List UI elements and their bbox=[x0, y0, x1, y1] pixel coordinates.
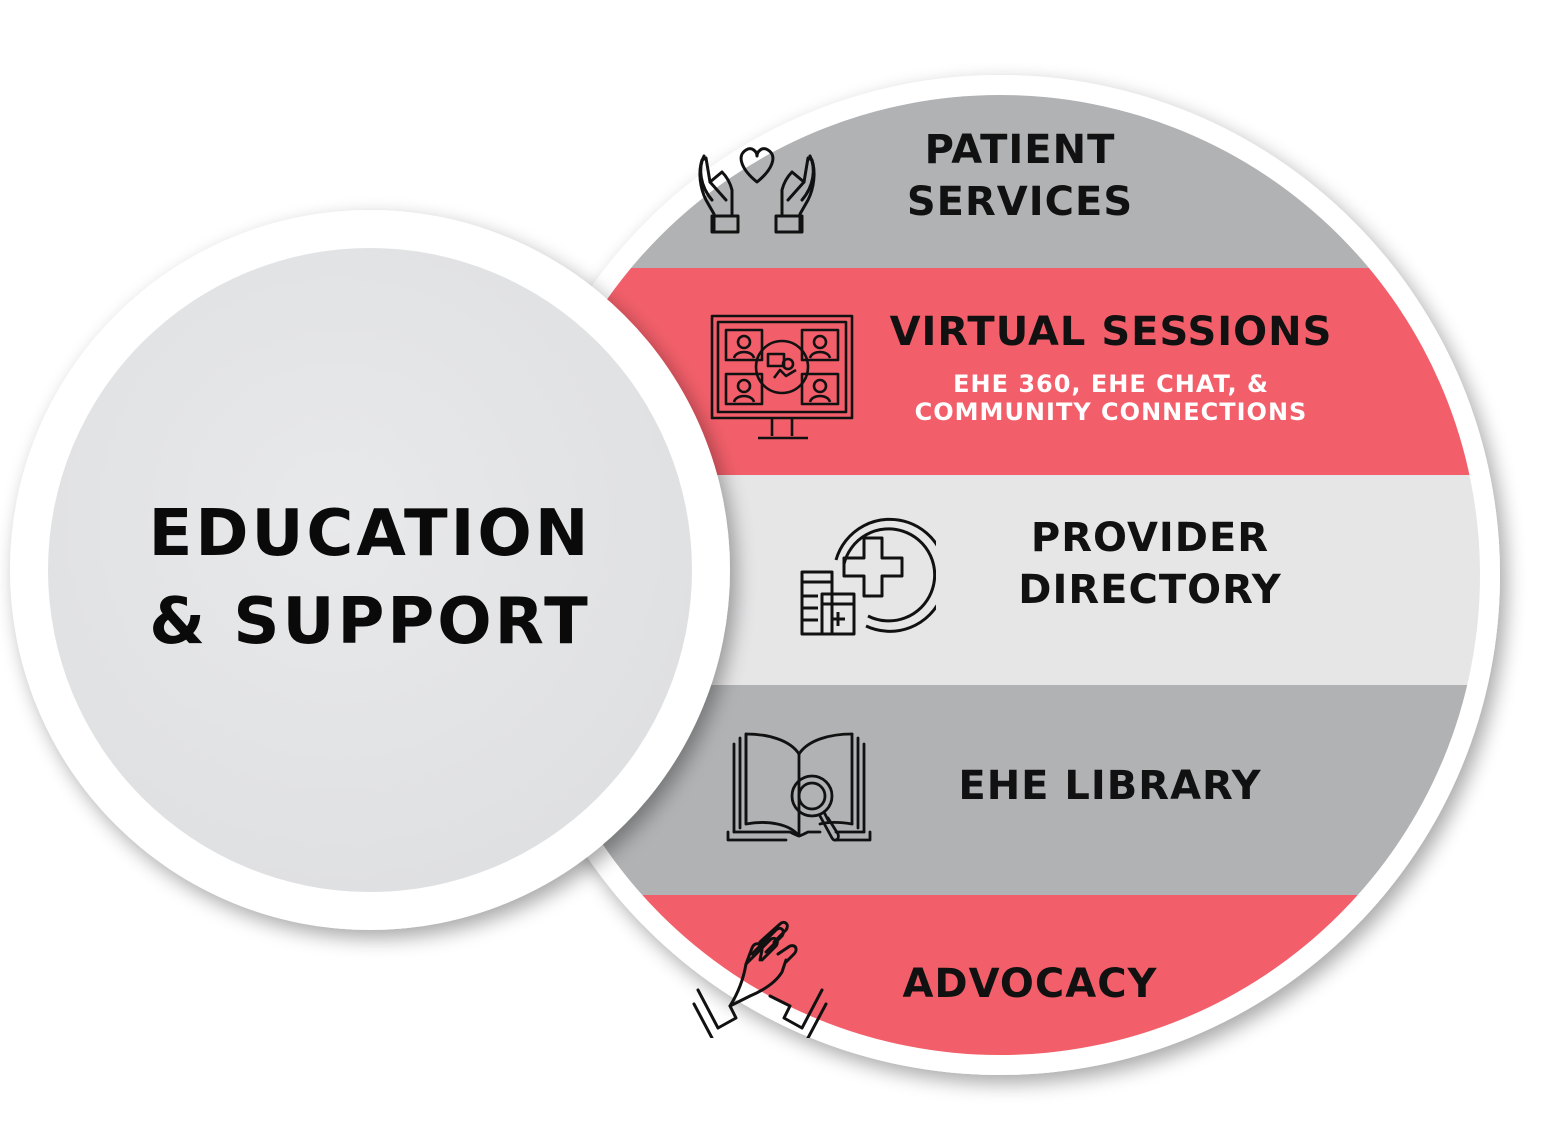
label-patient-services-line1: PATIENT bbox=[924, 127, 1116, 173]
center-title: EDUCATION & SUPPORT bbox=[90, 490, 650, 666]
clasped-hands-icon[interactable] bbox=[690, 920, 830, 1038]
label-provider-directory[interactable]: PROVIDER DIRECTORY bbox=[1000, 512, 1300, 616]
label-patient-services-line2: SERVICES bbox=[906, 179, 1134, 225]
label-ehe-library[interactable]: EHE LIBRARY bbox=[958, 763, 1262, 809]
medical-cross-directory-icon[interactable] bbox=[796, 508, 936, 640]
center-title-line2: & SUPPORT bbox=[149, 585, 591, 659]
label-virtual-sessions-sub: EHE 360, EHE CHAT, & COMMUNITY CONNECTIO… bbox=[866, 370, 1356, 426]
center-circle bbox=[48, 248, 692, 892]
label-virtual-sessions[interactable]: VIRTUAL SESSIONS bbox=[889, 309, 1333, 355]
label-virtual-sessions-sub1: EHE 360, EHE CHAT, & bbox=[953, 370, 1269, 398]
heart-hands-icon[interactable] bbox=[692, 142, 822, 238]
label-provider-directory-line1: PROVIDER bbox=[1030, 515, 1270, 561]
book-magnifier-icon[interactable] bbox=[724, 724, 874, 864]
video-conference-monitor-icon[interactable] bbox=[708, 312, 858, 452]
label-virtual-sessions-sub2: COMMUNITY CONNECTIONS bbox=[914, 398, 1308, 426]
center-title-line1: EDUCATION bbox=[148, 497, 592, 571]
label-advocacy[interactable]: ADVOCACY bbox=[902, 961, 1158, 1007]
label-provider-directory-line2: DIRECTORY bbox=[1018, 567, 1282, 613]
label-patient-services[interactable]: PATIENT SERVICES bbox=[880, 124, 1160, 228]
